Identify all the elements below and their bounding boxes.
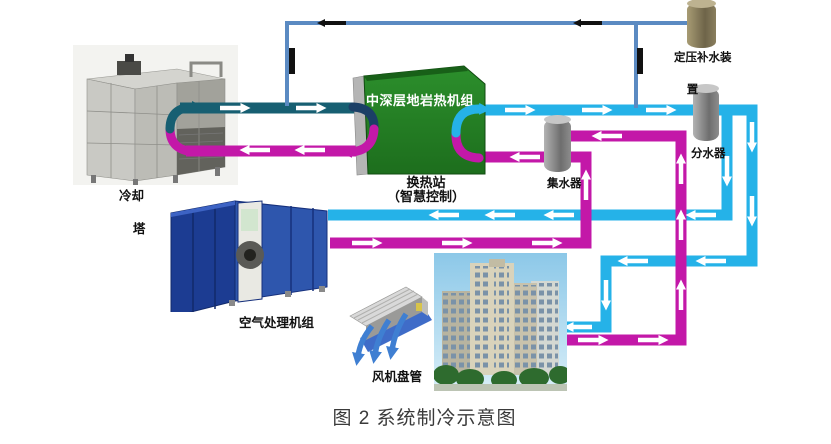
fan-coil-label: 风机盘管 — [372, 370, 423, 384]
fan-coil-illustration — [336, 276, 434, 370]
geothermal-unit-shape — [352, 65, 486, 176]
heat-exchange-station-label: 换热站 （智慧控制） — [352, 175, 500, 205]
makeup-water-device-label-line2: 置 — [686, 84, 699, 97]
collector-cylinder — [544, 115, 571, 172]
building-illustration — [434, 253, 567, 391]
makeup-water-device-cylinder — [687, 0, 716, 48]
heat-exchange-station-line2: （智慧控制） — [386, 189, 465, 205]
figure-caption: 图 2 系统制冷示意图 — [332, 408, 517, 429]
distributor-label: 分水器 — [691, 148, 726, 160]
geothermal-unit-box: 中深层地岩热机组 — [352, 64, 486, 177]
air-handling-unit-illustration — [170, 200, 328, 312]
air-handling-unit-label: 空气处理机组 — [239, 316, 315, 330]
building-photo — [434, 253, 567, 391]
heat-exchange-station-line1: 换热站 — [406, 175, 446, 190]
fan-coil-shape — [349, 286, 432, 366]
makeup-water-device-label: 定压补水装 置 — [674, 50, 744, 98]
air-handling-unit-photo — [165, 187, 332, 312]
collector-label: 集水器 — [547, 178, 582, 190]
geothermal-unit-title: 中深层地岩热机组 — [365, 93, 474, 108]
distributor-cylinder — [693, 84, 719, 141]
cooling-tower-label-line1: 冷却 — [119, 189, 145, 203]
cooling-tower-label-line2: 塔 — [132, 221, 146, 236]
makeup-water-device-label-line1: 定压补水装 — [674, 52, 732, 64]
cooling-tower-label: 冷却 塔 — [119, 188, 145, 237]
